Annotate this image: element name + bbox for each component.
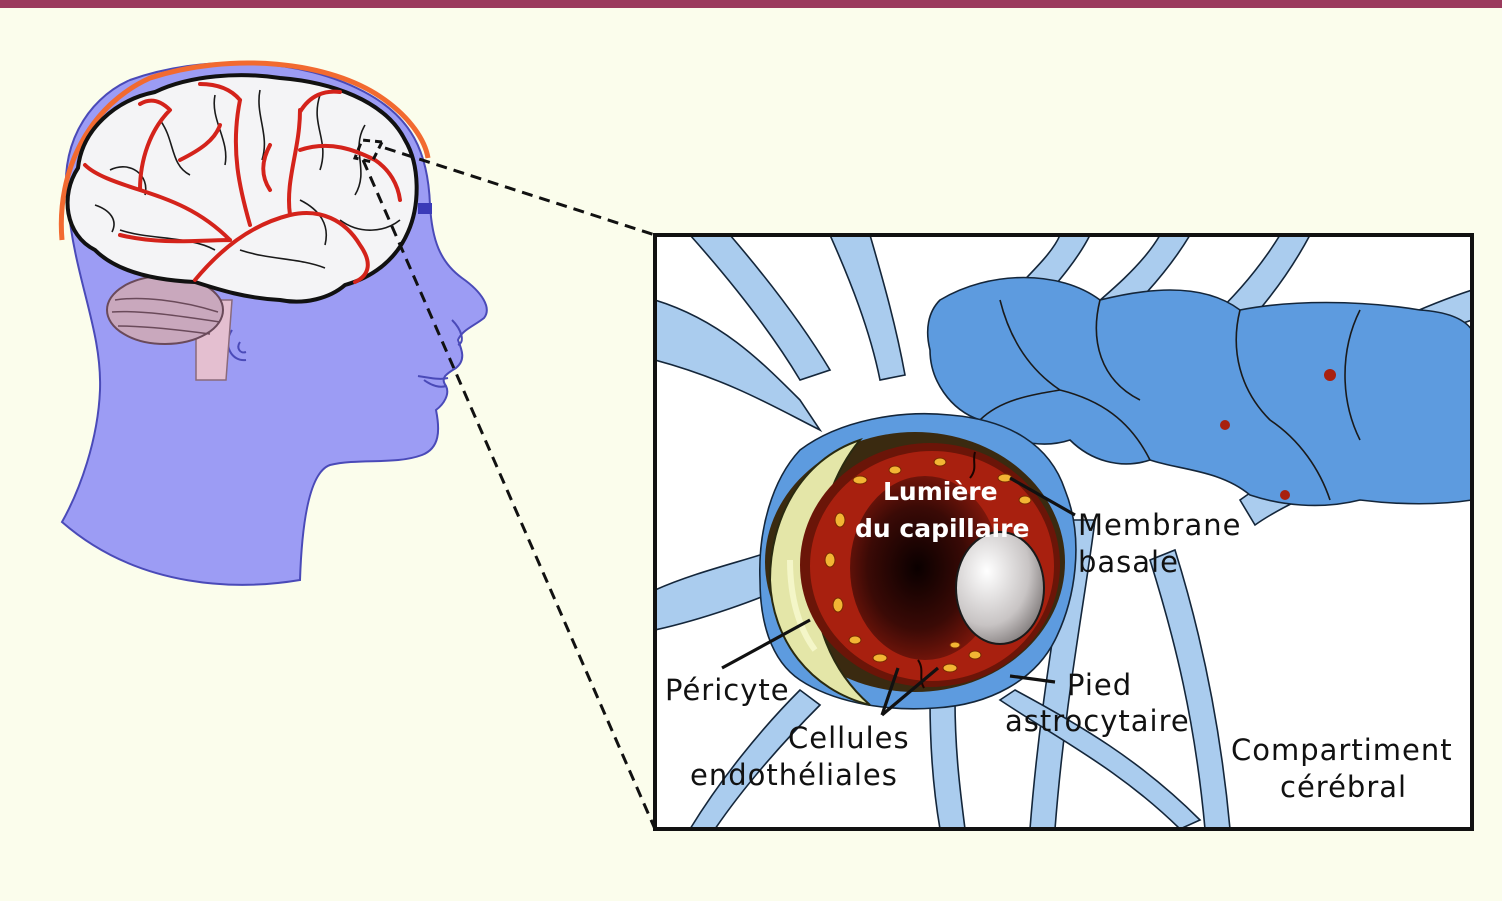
mouth-icon <box>417 375 449 388</box>
zoom-box <box>653 233 1474 831</box>
astrocyte-bodies <box>926 276 1472 507</box>
label-foot-line1: Pied <box>1067 668 1132 702</box>
top-bar <box>0 0 1502 8</box>
label-cells-line2: endothéliales <box>690 758 898 792</box>
label-lumen-line1: Lumière <box>883 477 998 506</box>
endothelial-nucleus <box>955 531 1045 645</box>
label-pericyte: Péricyte <box>665 673 790 707</box>
pericyte-highlight <box>787 559 818 652</box>
label-cells-line1: Cellules <box>788 721 910 755</box>
label-compartment-line1: Compartiment <box>1231 733 1453 767</box>
label-lumen-line2: du capillaire <box>855 514 1029 543</box>
nose-icon <box>451 319 463 346</box>
label-foot-line2: astrocytaire <box>1005 704 1190 738</box>
eye-icon <box>418 203 432 214</box>
zoom-lines <box>352 138 657 830</box>
cerebellum-icon <box>106 275 224 345</box>
mitochondria <box>824 457 1032 673</box>
capillary <box>765 432 1065 706</box>
brain-icon <box>65 73 419 304</box>
cell-junction-top <box>969 451 976 479</box>
label-compartment-line2: cérébral <box>1280 770 1407 804</box>
label-membrane-line1: Membrane <box>1078 508 1241 542</box>
label-membrane-line2: basale <box>1078 545 1179 579</box>
leader-lines <box>721 476 1076 717</box>
cell-junction-bottom <box>917 659 925 689</box>
